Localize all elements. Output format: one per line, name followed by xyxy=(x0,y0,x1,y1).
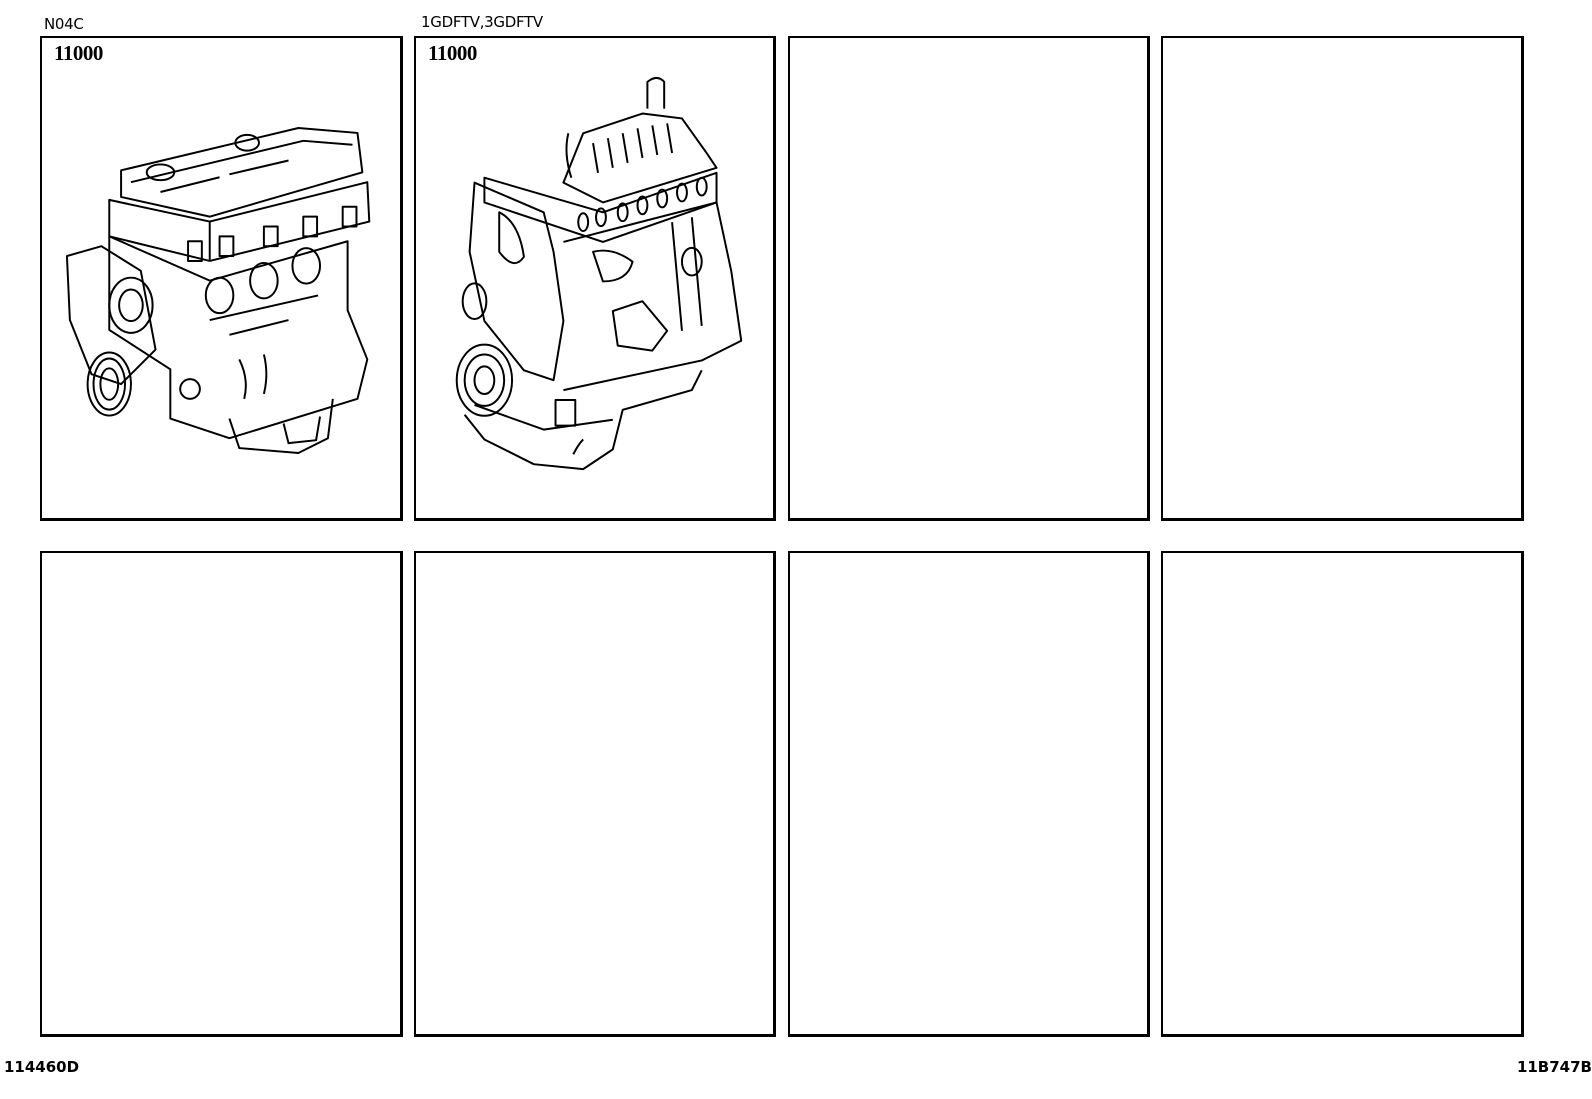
panel-1-caption: N04C xyxy=(44,15,84,33)
illustration-code-right: 11B747B xyxy=(1516,1058,1592,1076)
panel-2-caption: 1GDFTV,3GDFTV xyxy=(421,13,543,31)
engine-assembly-n04c-icon xyxy=(62,118,387,463)
panel-3[interactable] xyxy=(788,36,1150,521)
part-number-label[interactable]: 11000 xyxy=(428,41,477,65)
panel-8[interactable] xyxy=(1161,551,1524,1037)
part-number-label[interactable]: 11000 xyxy=(54,41,103,65)
panel-6[interactable] xyxy=(414,551,776,1037)
illustration-code-left: 114460D xyxy=(4,1058,80,1076)
panel-4[interactable] xyxy=(1161,36,1524,521)
panel-5[interactable] xyxy=(40,551,403,1037)
engine-assembly-1gdftv-icon xyxy=(442,74,754,479)
panel-2[interactable]: 11000 xyxy=(414,36,776,521)
panel-7[interactable] xyxy=(788,551,1150,1037)
panel-1[interactable]: 11000 xyxy=(40,36,403,521)
